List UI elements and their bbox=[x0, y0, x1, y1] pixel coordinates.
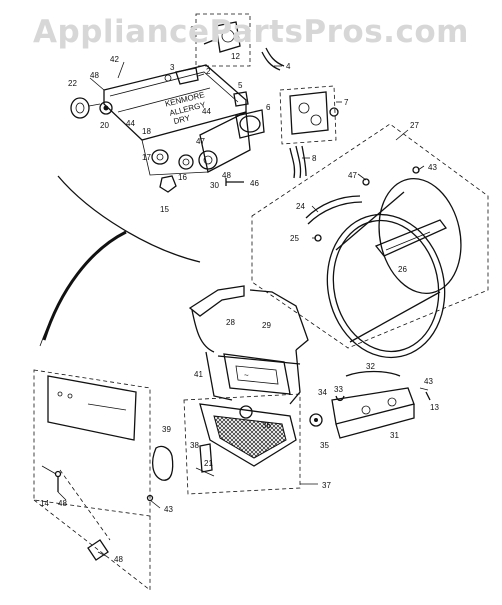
panel-label-3: DRY bbox=[173, 113, 192, 126]
screw-13 bbox=[425, 391, 431, 401]
callout-48-mid: 48 bbox=[222, 171, 231, 180]
belt-32 bbox=[345, 370, 401, 377]
callout-31: 31 bbox=[390, 431, 399, 440]
callout-8: 8 bbox=[312, 154, 317, 163]
callout-48-top: 48 bbox=[90, 71, 99, 80]
switch-12 bbox=[195, 13, 251, 67]
callout-1: 1 bbox=[190, 25, 195, 34]
knob-30 bbox=[198, 150, 218, 170]
knob-15 bbox=[159, 175, 177, 193]
screw-14 bbox=[54, 470, 62, 492]
callout-44-right: 44 bbox=[202, 107, 211, 116]
leader-lines bbox=[41, 61, 429, 557]
callout-16: 16 bbox=[178, 173, 187, 182]
knob-20 bbox=[99, 101, 113, 115]
callout-48-left: 48 bbox=[58, 499, 67, 508]
knob-17 bbox=[151, 149, 169, 165]
callout-34: 34 bbox=[318, 388, 327, 397]
callout-43-top: 43 bbox=[428, 163, 437, 172]
pulley-35 bbox=[309, 413, 323, 427]
wire-harness-8 bbox=[289, 145, 307, 179]
callout-5: 5 bbox=[238, 81, 243, 90]
callout-32: 32 bbox=[366, 362, 375, 371]
drum-seal-24 bbox=[305, 195, 363, 225]
callout-4: 4 bbox=[286, 62, 291, 71]
callout-41: 41 bbox=[194, 370, 203, 379]
cabinet-top-curve bbox=[57, 175, 201, 263]
callout-37: 37 bbox=[322, 481, 331, 490]
cabinet-front-curve bbox=[42, 230, 127, 341]
motor-31 bbox=[331, 387, 415, 439]
callout-27: 27 bbox=[410, 121, 419, 130]
callout-7: 7 bbox=[344, 98, 349, 107]
callout-36: 36 bbox=[262, 421, 271, 430]
callout-44-left: 44 bbox=[126, 119, 135, 128]
wire-4 bbox=[261, 47, 285, 71]
callout-24: 24 bbox=[296, 202, 305, 211]
callout-13: 13 bbox=[430, 403, 439, 412]
door-glass-39 bbox=[151, 445, 174, 481]
front-panel bbox=[33, 369, 151, 591]
lint-housing-37 bbox=[183, 393, 301, 495]
callout-35: 35 bbox=[320, 441, 329, 450]
callout-43-bottom: 43 bbox=[164, 505, 173, 514]
spring-33 bbox=[335, 395, 345, 402]
callout-43-right: 43 bbox=[424, 377, 433, 386]
screw-43-top bbox=[412, 166, 420, 174]
plug-2 bbox=[164, 67, 199, 85]
hinge-38 bbox=[195, 443, 215, 477]
callout-46: 46 bbox=[250, 179, 259, 188]
callout-17: 17 bbox=[142, 153, 151, 162]
callout-38: 38 bbox=[190, 441, 199, 450]
screw-47 bbox=[362, 178, 370, 186]
callout-30: 30 bbox=[210, 181, 219, 190]
callout-15: 15 bbox=[160, 205, 169, 214]
callout-47-left: 47 bbox=[196, 137, 205, 146]
callout-47-right: 47 bbox=[348, 171, 357, 180]
callout-42: 42 bbox=[110, 55, 119, 64]
timer-7 bbox=[279, 85, 339, 145]
callout-20: 20 bbox=[100, 121, 109, 130]
callout-21: 21 bbox=[204, 459, 213, 468]
callout-18: 18 bbox=[142, 127, 151, 136]
callout-39: 39 bbox=[162, 425, 171, 434]
callout-22: 22 bbox=[68, 79, 77, 88]
screw-46 bbox=[225, 178, 244, 186]
callout-14: 14 bbox=[40, 499, 49, 508]
callout-2: 2 bbox=[206, 67, 211, 76]
front-bulkhead bbox=[188, 285, 309, 405]
callout-33: 33 bbox=[334, 385, 343, 394]
callout-48-bottom: 48 bbox=[114, 555, 123, 564]
callout-29: 29 bbox=[262, 321, 271, 330]
callout-12: 12 bbox=[231, 52, 240, 61]
callout-labels: 1 2 3 4 5 6 7 8 12 13 14 15 16 17 18 20 … bbox=[40, 25, 439, 564]
switch-5 bbox=[233, 91, 249, 107]
callout-6: 6 bbox=[266, 103, 271, 112]
switch-6 bbox=[235, 109, 265, 139]
callout-28: 28 bbox=[226, 318, 235, 327]
callout-3: 3 bbox=[170, 63, 175, 72]
clip-48-bottom bbox=[87, 539, 109, 561]
knob-16 bbox=[178, 154, 194, 170]
callout-25: 25 bbox=[290, 234, 299, 243]
knob-22 bbox=[70, 97, 101, 119]
callout-26: 26 bbox=[398, 265, 407, 274]
filter-label: ~ bbox=[244, 371, 249, 380]
drum-assembly bbox=[251, 123, 489, 359]
lint-filter-41: ~ bbox=[223, 353, 291, 395]
